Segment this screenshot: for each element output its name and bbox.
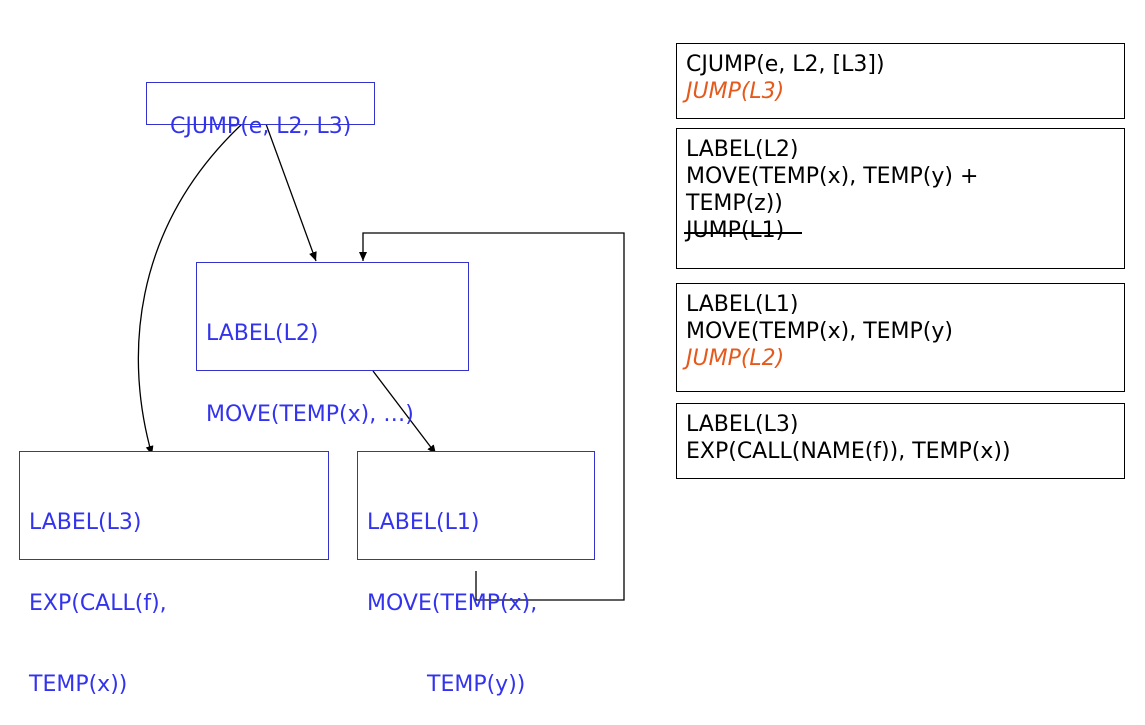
cfg-node-l3-line-2: EXP(CALL(f), xyxy=(29,591,167,616)
trace-line-cjump: CJUMP(e, L2, [L3]) xyxy=(686,52,885,77)
edge-cjump-to-l3 xyxy=(137,123,243,456)
cfg-node-label-l1: LABEL(L1) MOVE(TEMP(x), TEMP(y)) xyxy=(357,451,595,697)
trace-line-label-l2: LABEL(L2) xyxy=(686,137,799,162)
cfg-node-l3-line-1: LABEL(L3) xyxy=(29,510,142,535)
trace-block-cjump: CJUMP(e, L2, [L3]) JUMP(L3) xyxy=(676,43,1125,119)
edge-cjump-to-l2 xyxy=(265,123,317,262)
trace-line-move-l1: MOVE(TEMP(x), TEMP(y) xyxy=(686,319,953,344)
cfg-node-l1-line-2: MOVE(TEMP(x), xyxy=(367,591,538,616)
edge-l2-to-l1 xyxy=(372,370,437,455)
trace-line-jump-l2: JUMP(L2) xyxy=(686,346,785,371)
cfg-node-label-l3: LABEL(L3) EXP(CALL(f), TEMP(x)) xyxy=(19,451,329,697)
trace-line-exp-call: EXP(CALL(NAME(f)), TEMP(x)) xyxy=(686,439,1011,464)
cfg-node-l1-line-3: TEMP(y)) xyxy=(427,672,526,697)
trace-line-label-l3: LABEL(L3) xyxy=(686,412,799,437)
cfg-edges xyxy=(137,123,625,601)
cfg-node-cjump: CJUMP(e, L2, L3) xyxy=(146,82,375,139)
trace-line-label-l1: LABEL(L1) xyxy=(686,292,799,317)
cfg-node-l2-line-1: LABEL(L2) xyxy=(206,321,319,346)
cfg-node-cjump-line-1: CJUMP(e, L2, L3) xyxy=(170,114,352,139)
trace-block-l3: LABEL(L3) EXP(CALL(NAME(f)), TEMP(x)) xyxy=(676,403,1125,479)
cfg-node-label-l2: LABEL(L2) MOVE(TEMP(x), …) JUMP(L1) xyxy=(196,262,469,508)
trace-line-jump-l1-removed: JUMP(L1) xyxy=(683,218,803,243)
trace-block-l1: LABEL(L1) MOVE(TEMP(x), TEMP(y) JUMP(L2) xyxy=(676,283,1125,392)
edge-l1-loop-to-l2 xyxy=(359,232,625,601)
trace-line-jump-l3: JUMP(L3) xyxy=(686,79,785,104)
cfg-node-l2-line-2: MOVE(TEMP(x), …) xyxy=(206,402,414,427)
trace-block-l2: LABEL(L2) MOVE(TEMP(x), TEMP(y) + TEMP(z… xyxy=(676,128,1125,269)
trace-line-move-l2: MOVE(TEMP(x), TEMP(y) + TEMP(z)) xyxy=(686,164,979,216)
cfg-node-l1-line-1: LABEL(L1) xyxy=(367,510,480,535)
cfg-node-l3-line-3: TEMP(x)) xyxy=(29,672,128,697)
